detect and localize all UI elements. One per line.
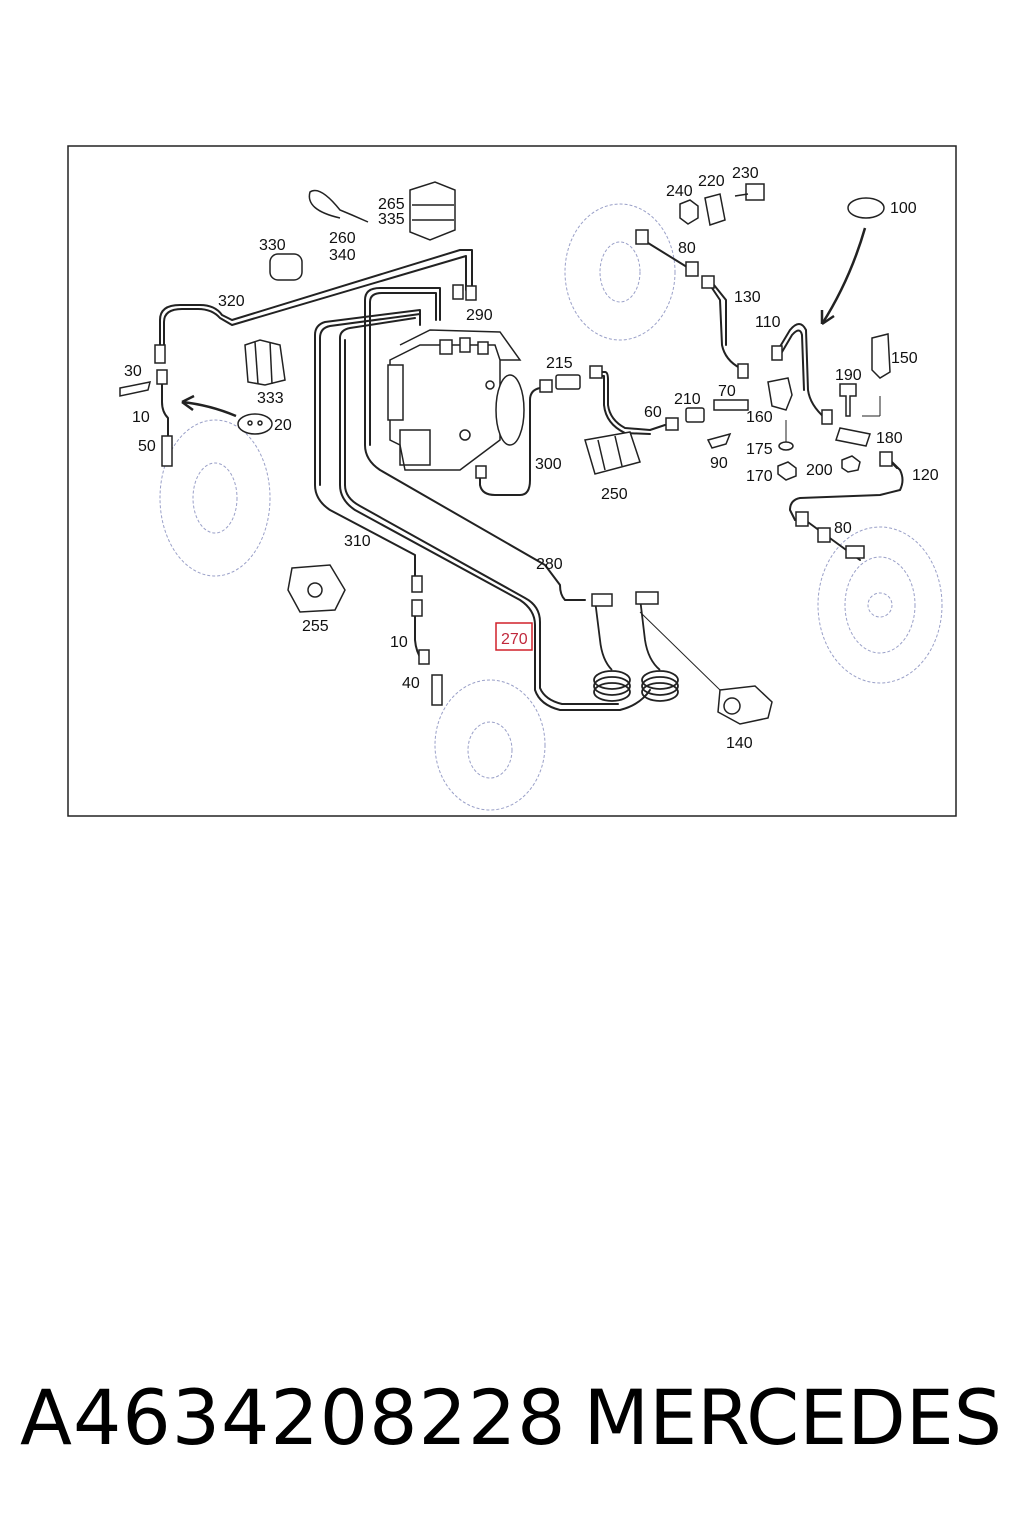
callout-110: 110 xyxy=(755,314,781,331)
callout-330: 330 xyxy=(259,237,286,254)
abs-unit xyxy=(387,329,525,471)
line-280 xyxy=(364,287,586,601)
part-150-valve xyxy=(871,333,891,379)
line-coils xyxy=(593,597,679,702)
callout-50: 50 xyxy=(138,438,156,455)
callout-30: 30 xyxy=(124,363,142,380)
callout-150: 150 xyxy=(891,350,918,367)
part-170-nut xyxy=(777,461,797,481)
callout-255: 255 xyxy=(302,618,329,635)
callout-320: 320 xyxy=(218,293,245,310)
callout-10-rear: 10 xyxy=(390,634,408,651)
part-175-washer xyxy=(778,441,794,451)
part-180-fitting xyxy=(835,427,871,447)
callout-270-highlight xyxy=(495,622,533,651)
callout-280: 280 xyxy=(536,556,563,573)
callout-10-front: 10 xyxy=(132,409,150,426)
part-215-union xyxy=(555,374,581,390)
line-110 xyxy=(777,323,826,419)
callout-333: 333 xyxy=(257,390,284,407)
rear-right-wheel xyxy=(817,526,943,684)
part-265-block xyxy=(409,181,456,241)
footer: A4634208228 MERCEDES xyxy=(0,1368,1024,1478)
part-number: A4634208228 xyxy=(20,1373,567,1462)
callout-230: 230 xyxy=(732,165,759,182)
brake-discs xyxy=(159,203,943,811)
part-160-distributor xyxy=(767,377,793,411)
callout-210: 210 xyxy=(674,391,701,408)
part-200-nut xyxy=(841,455,861,473)
callout-290: 290 xyxy=(466,307,493,324)
front-right-disc xyxy=(564,203,676,341)
callout-70: 70 xyxy=(718,383,736,400)
callout-260: 260 xyxy=(329,230,356,247)
callout-170: 170 xyxy=(746,468,773,485)
part-240-nut xyxy=(679,199,699,225)
pointer-arrows xyxy=(181,227,867,418)
part-333-clip xyxy=(244,339,286,386)
part-260-cable-tie xyxy=(308,189,369,223)
callout-240: 240 xyxy=(666,183,693,200)
callout-20: 20 xyxy=(274,417,292,434)
brand-name: MERCEDES xyxy=(583,1373,1002,1462)
part-330-grommet xyxy=(269,253,303,281)
callout-335: 335 xyxy=(378,211,405,228)
callout-80-front: 80 xyxy=(678,240,696,257)
callout-130: 130 xyxy=(734,289,761,306)
callout-200: 200 xyxy=(806,462,833,479)
callout-175: 175 xyxy=(746,441,773,458)
line-300 xyxy=(479,387,541,496)
callout-120: 120 xyxy=(912,467,939,484)
line-310 xyxy=(314,309,421,581)
arrow-to-110 xyxy=(820,227,867,325)
part-230-bolt xyxy=(745,183,765,201)
callout-80-rear: 80 xyxy=(834,520,852,537)
part-20-washer xyxy=(237,413,273,435)
callout-340: 340 xyxy=(329,247,356,264)
line-270 xyxy=(339,317,651,711)
callout-270: 270 xyxy=(501,631,528,648)
callout-310: 310 xyxy=(344,533,371,550)
callout-labels: 100 240 220 230 265 335 260 340 330 320 … xyxy=(124,165,939,752)
brake-line-diagram: 100 240 220 230 265 335 260 340 330 320 … xyxy=(67,145,957,817)
part-100-grommet xyxy=(847,197,885,219)
part-210-union xyxy=(685,407,705,423)
callout-180: 180 xyxy=(876,430,903,447)
part-220-bracket xyxy=(704,193,726,226)
diagram-frame xyxy=(67,145,957,817)
callout-100: 100 xyxy=(890,200,917,217)
rear-left-disc xyxy=(434,679,546,811)
callout-40: 40 xyxy=(402,675,420,692)
line-130 xyxy=(709,284,741,369)
part-190-bolt xyxy=(839,383,857,417)
callout-215: 215 xyxy=(546,355,573,372)
callout-90: 90 xyxy=(710,455,728,472)
hardware-parts xyxy=(119,181,893,725)
part-250-holder xyxy=(584,431,641,475)
callout-140: 140 xyxy=(726,735,753,752)
callout-160: 160 xyxy=(746,409,773,426)
callout-300: 300 xyxy=(535,456,562,473)
part-30-clip xyxy=(119,381,152,397)
arrow-to-30 xyxy=(181,400,237,418)
front-left-disc xyxy=(159,419,271,577)
callout-250: 250 xyxy=(601,486,628,503)
callout-265: 265 xyxy=(378,196,405,213)
callout-220: 220 xyxy=(698,173,725,190)
line-320 xyxy=(159,249,473,351)
callout-190: 190 xyxy=(835,367,862,384)
line-60 xyxy=(597,371,666,431)
line-10a xyxy=(161,377,169,439)
callout-60: 60 xyxy=(644,404,662,421)
line-120 xyxy=(789,454,904,521)
part-90-clip xyxy=(706,432,732,449)
